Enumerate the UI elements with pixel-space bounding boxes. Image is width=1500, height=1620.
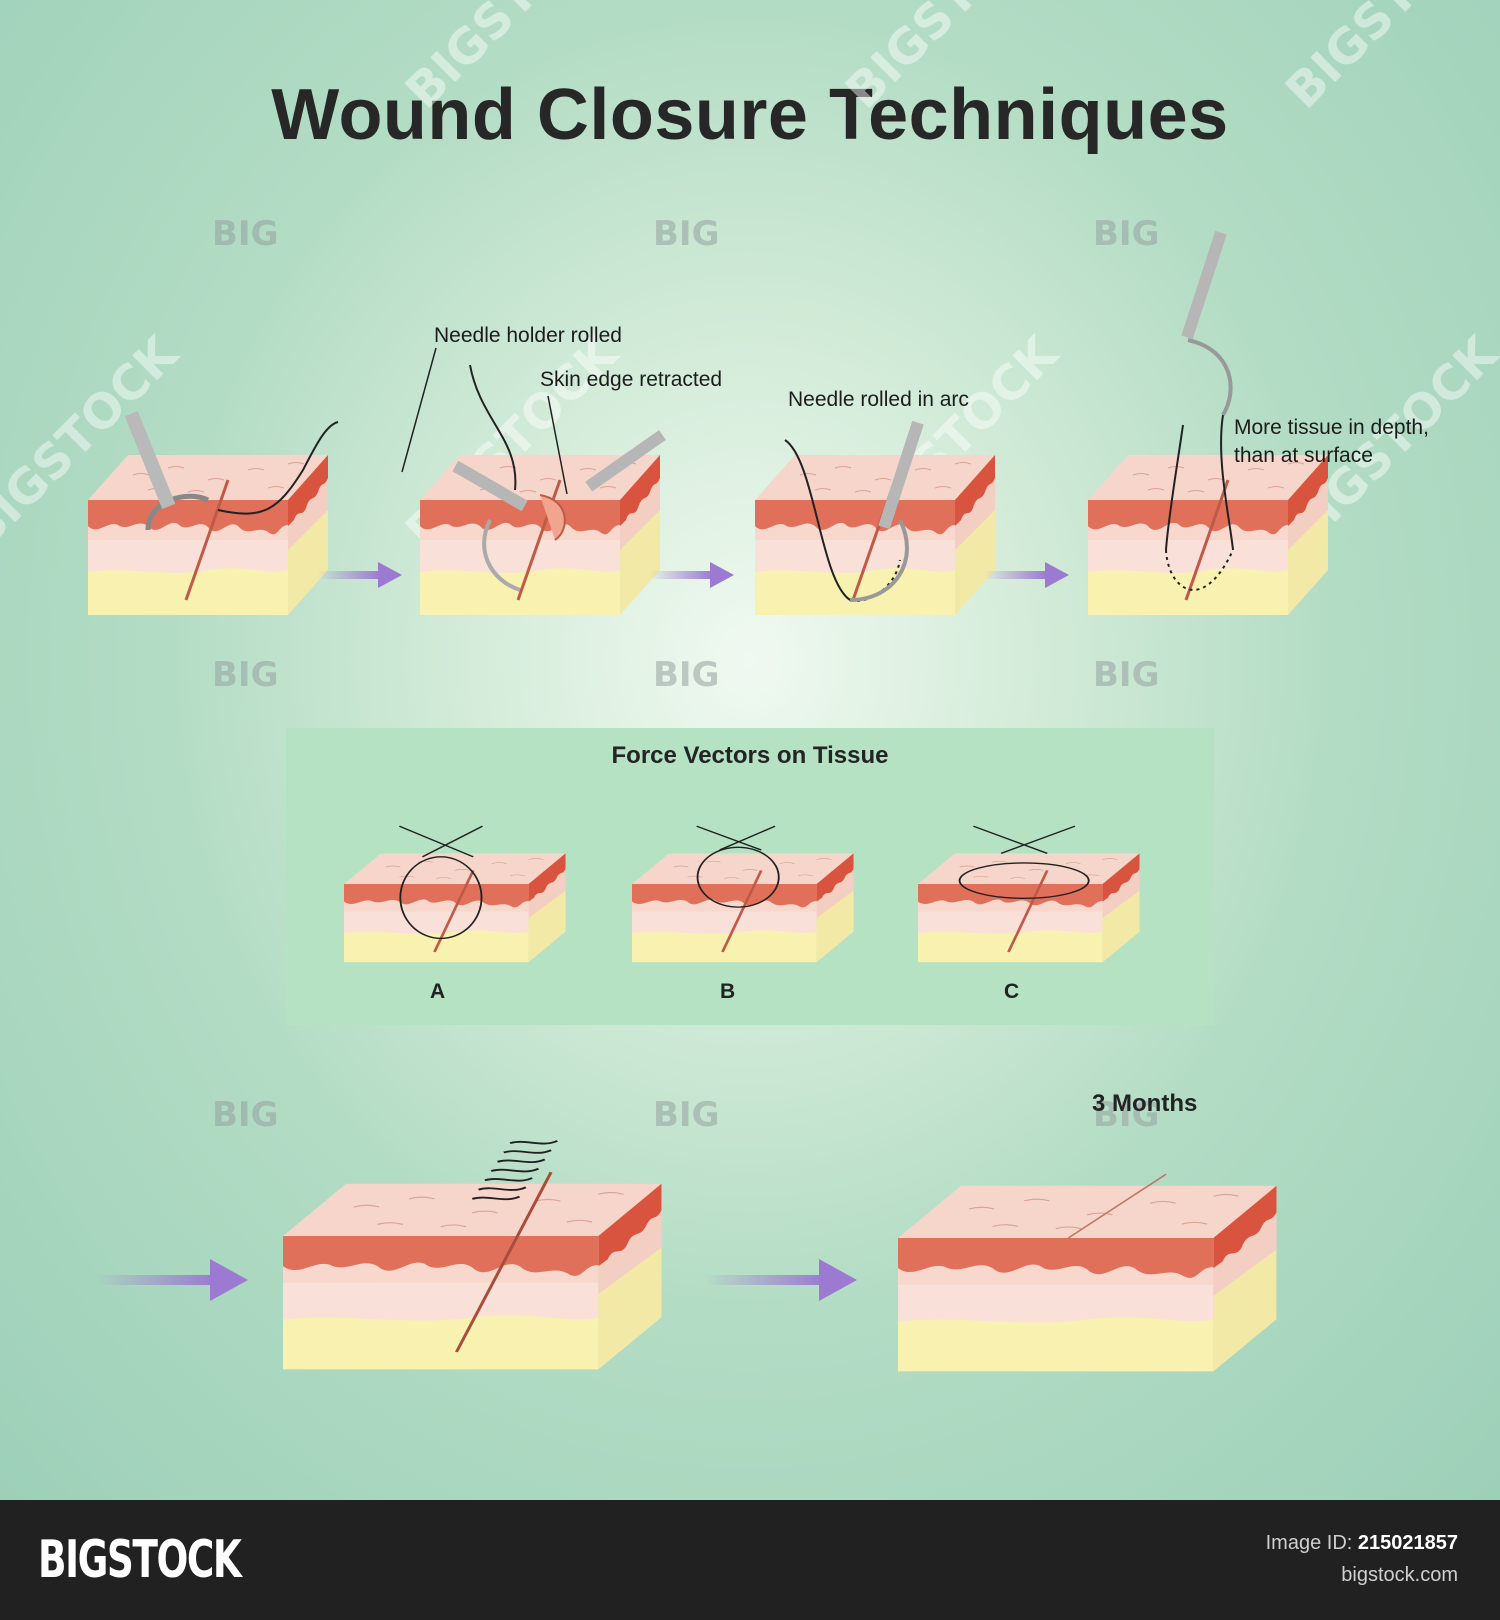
force-diagram-a (344, 825, 584, 986)
force-vectors-panel: Force Vectors on Tissue A B C (286, 728, 1214, 1025)
leader-line (401, 347, 437, 473)
step-1-diagram (87, 411, 339, 616)
label-needle-arc: Needle rolled in arc (788, 388, 969, 411)
force-panel-title: Force Vectors on Tissue (611, 742, 889, 769)
leader-line (547, 395, 568, 495)
watermark-big: BIG (212, 1095, 279, 1135)
label-tissue-depth-line2: than at surface (1234, 444, 1373, 467)
watermark-big: BIG (212, 214, 279, 254)
step-3-diagram (754, 420, 996, 616)
force-label-a: A (430, 980, 446, 1003)
label-tissue-depth: More tissue in depth, than at surface (1234, 414, 1429, 470)
force-diagram-c (918, 825, 1158, 986)
watermark-big: BIG (653, 655, 720, 695)
label-needle-holder: Needle holder rolled (434, 324, 622, 347)
page-title: Wound Closure Techniques (271, 75, 1229, 155)
arrow-right (985, 562, 1069, 588)
force-diagram-b (632, 825, 872, 986)
footer-bar: BIGSTOCK Image ID: 215021857 bigstock.co… (0, 1500, 1500, 1620)
force-label-c: C (1004, 980, 1020, 1003)
step-2-diagram (419, 364, 666, 616)
label-skin-edge: Skin edge retracted (540, 368, 723, 391)
label-tissue-depth-line1: More tissue in depth, (1234, 416, 1429, 439)
watermark-big: BIG (1093, 655, 1160, 695)
watermark-big: BIG (1093, 214, 1160, 254)
force-label-b: B (720, 980, 736, 1003)
image-id-value: 215021857 (1357, 1532, 1458, 1554)
diagram-canvas: Wound Closure Techniques BIG BIG BIG BIG… (0, 0, 1500, 1500)
arrow-right-large (96, 1259, 248, 1301)
brand-logo[interactable]: BIGSTOCK (38, 1530, 242, 1590)
healed-skin-diagram (897, 1173, 1278, 1373)
image-id-label: Image ID: (1265, 1532, 1353, 1554)
image-id: Image ID: 215021857 (1266, 1532, 1458, 1555)
arrow-right (318, 562, 402, 588)
arrow-right (650, 562, 734, 588)
step-4-diagram (1087, 230, 1329, 616)
watermark-big: BIG (212, 655, 279, 695)
sutured-wound-diagram (282, 1140, 663, 1371)
site-link[interactable]: bigstock.com (1341, 1564, 1458, 1586)
healed-label: 3 Months (1092, 1090, 1198, 1117)
watermark-big: BIG (653, 214, 720, 254)
arrow-right-large (705, 1259, 857, 1301)
